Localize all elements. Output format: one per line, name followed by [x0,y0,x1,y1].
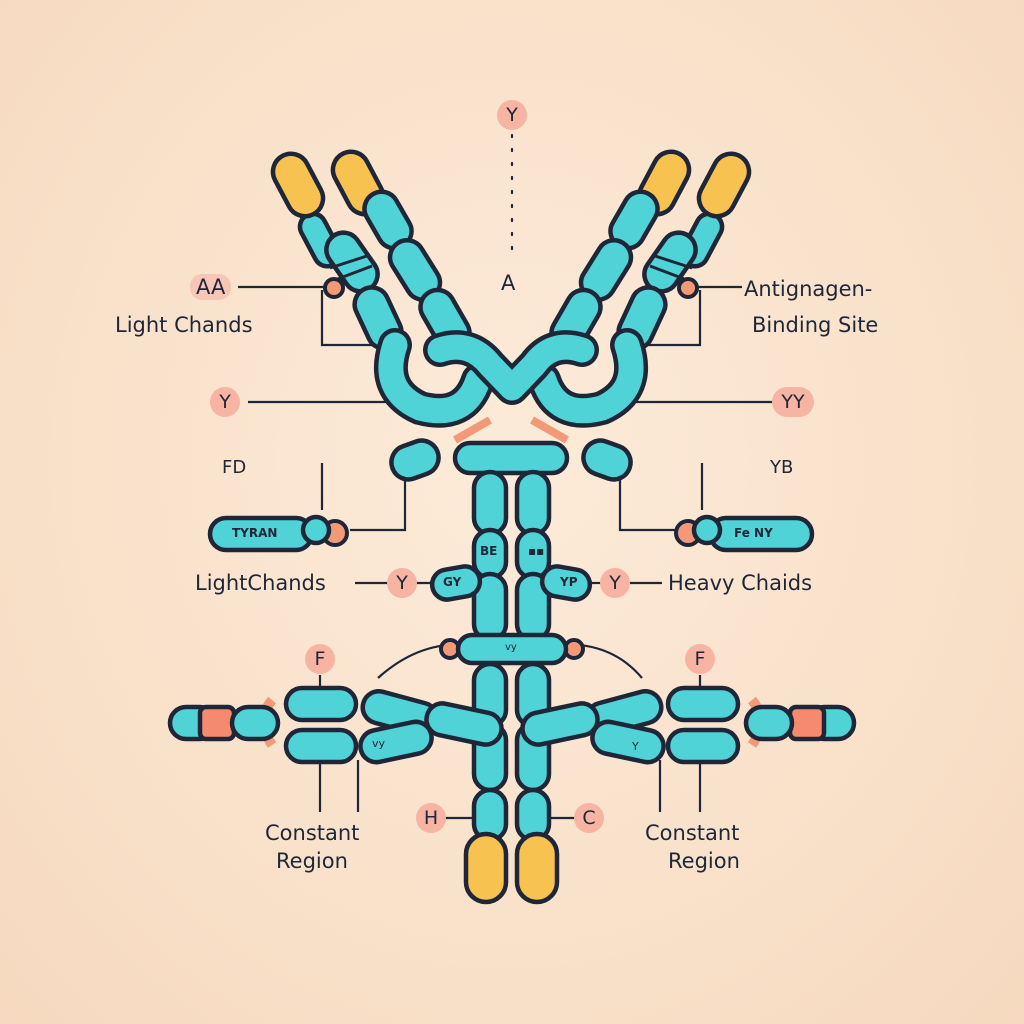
label-constant-right-line1: Constant [645,821,740,845]
text-hinge: vy [505,642,517,653]
badge-left-mid: Y [210,387,240,417]
leader-left-capsule [350,470,407,532]
badge-right-mid: YY [772,387,814,417]
text-stem-right: ▪▪ [528,544,545,558]
left-hinge-segment [389,438,441,482]
label-antigen-line1: Antignagen- [744,277,873,301]
leader-right-capsule [618,470,675,532]
right-feny-capsule [674,514,815,553]
badge-top: Y [497,100,527,130]
left-chain-tag [429,564,483,602]
text-left-chain-tag: GY [443,575,462,589]
disulfide-crossbar-top [452,440,570,476]
label-light-chands-mid: LightChands [195,571,326,595]
label-fd: FD [222,457,247,478]
right-chain-tag [539,564,593,602]
label-yb: YB [770,457,794,478]
left-arm-joint [323,277,345,299]
text-left-capsule: TYRAN [232,526,278,540]
right-arm-joint [677,277,699,299]
badge-bottom-right: C [574,803,604,833]
label-top-center: A [501,271,516,295]
right-hinge-segment [581,438,633,482]
leader-binding-site [640,290,702,347]
central-stem [463,469,560,905]
label-heavy-chaids: Heavy Chaids [668,571,813,595]
text-lower-right-tag: Y [632,740,639,753]
label-aa: AA [190,274,232,301]
label-constant-left-line2: Region [276,849,348,873]
badge-left-fc: F [305,644,335,674]
left-tyran-capsule [207,514,349,553]
badge-right-chain: Y [600,568,630,598]
label-constant-right-line2: Region [668,849,740,873]
disulfide-crossbar-mid [455,632,569,666]
badge-left-chain: Y [387,568,417,598]
text-stem-left: BE [480,544,498,558]
text-right-chain-tag: YP [560,575,578,589]
label-antigen-line2: Binding Site [752,313,879,337]
label-light-chands-top: Light Chands [115,313,253,337]
leader-light-chands [320,290,378,347]
left-inner-arm [330,149,472,353]
right-constant-domain [520,685,857,765]
badge-right-fc: F [685,644,715,674]
text-right-capsule: Fe NY [734,526,773,540]
text-lower-left-tag: vy [372,737,386,750]
badge-bottom-left: H [416,803,446,833]
hinge-loops [373,328,649,444]
label-constant-left-line1: Constant [265,821,360,845]
left-constant-domain [167,685,504,765]
